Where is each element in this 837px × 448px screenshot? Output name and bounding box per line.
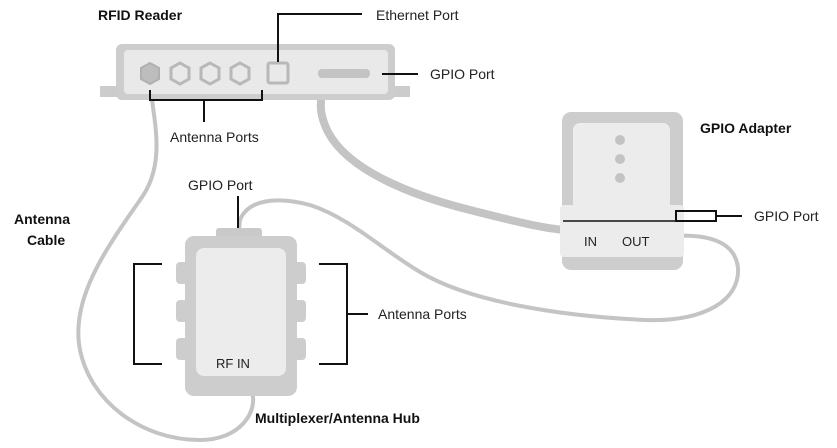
antenna-cable-label-line2: Cable (27, 232, 65, 248)
adapter-out-label: OUT (622, 234, 650, 249)
hub-right-bracket (319, 263, 348, 365)
rfid-reader (100, 44, 410, 100)
hub-antenna-ports-label: Antenna Ports (378, 306, 467, 322)
antenna-port-3 (199, 61, 221, 86)
rfid-reader-title: RFID Reader (98, 7, 183, 23)
gpio-adapter: IN OUT (560, 112, 684, 270)
cables (76, 70, 741, 443)
callouts (133, 13, 742, 365)
gpio-adapter-title: GPIO Adapter (700, 120, 792, 136)
ethernet-callout (277, 13, 362, 62)
antenna-cable (76, 76, 256, 443)
antenna-port-1 (140, 61, 160, 86)
hub-tab-right-3 (294, 338, 306, 360)
hub-face (196, 248, 286, 376)
hub-gpio-port-label: GPIO Port (188, 177, 253, 193)
antenna-port-2 (169, 61, 191, 86)
hub-tab-left-2 (176, 300, 188, 322)
reader-mount-right (392, 86, 410, 96)
adapter-led-2 (615, 154, 625, 164)
adapter-led-3 (615, 173, 625, 183)
hub-title: Multiplexer/Antenna Hub (255, 410, 420, 426)
labels: RFID Reader Ethernet Port GPIO Port Ante… (14, 7, 819, 426)
reader-mount-left (100, 86, 118, 96)
reader-antenna-bracket (149, 90, 263, 101)
adapter-gpio-port-label: GPIO Port (754, 208, 819, 224)
rf-in-label: RF IN (216, 356, 250, 371)
reader-gpio-port (318, 69, 370, 78)
ethernet-port (266, 61, 290, 85)
adapter-terminal-panel (560, 205, 684, 257)
hub-tab-left-3 (176, 338, 188, 360)
gpio-cable (316, 70, 569, 234)
ethernet-port-label: Ethernet Port (376, 7, 459, 23)
multiplexer-hub: RF IN (176, 228, 306, 396)
antenna-cable-label-line1: Antenna (14, 211, 70, 227)
adapter-led-1 (615, 135, 625, 145)
reader-face (124, 50, 388, 94)
hub-tab-right-1 (294, 262, 306, 284)
hub-tab-left-1 (176, 262, 188, 284)
gpio-out-cable (236, 198, 741, 323)
reader-antenna-ports-label: Antenna Ports (170, 129, 259, 145)
hub-left-bracket (133, 263, 162, 365)
reader-gpio-port-label: GPIO Port (430, 66, 495, 82)
adapter-face (573, 123, 670, 215)
hub-tab-right-2 (294, 300, 306, 322)
adapter-in-label: IN (584, 234, 597, 249)
antenna-port-4 (229, 61, 251, 86)
